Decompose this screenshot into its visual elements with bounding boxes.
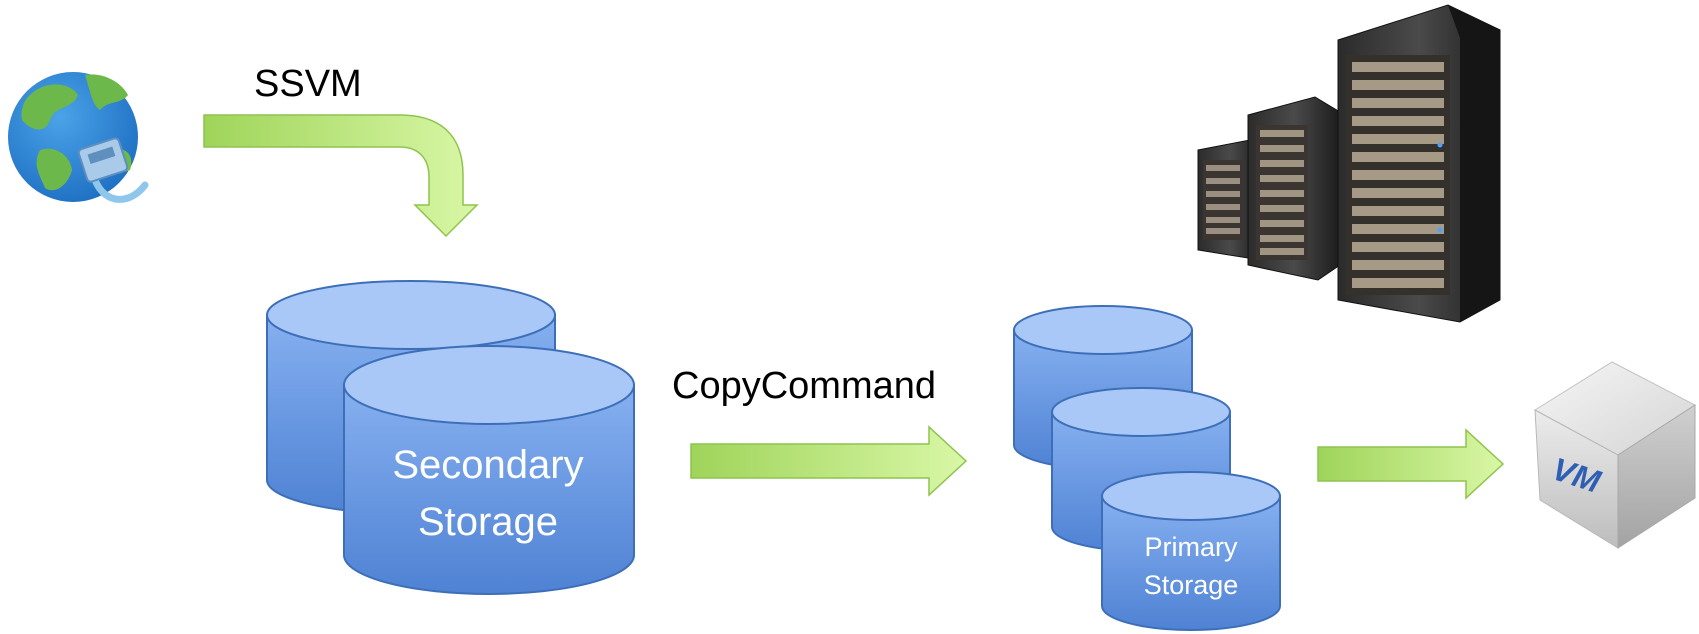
server-rack-small [1197,139,1263,259]
primary-storage-label-line2: Storage [1144,570,1239,600]
copy-command-label: CopyCommand [672,365,936,407]
server-rack-large [1337,4,1501,323]
primary-storage-label-line1: Primary [1145,532,1238,562]
primary-storage-database-icon [1013,305,1281,631]
server-rack-medium [1247,96,1341,281]
vm-cube-icon: VM [1534,361,1696,549]
vm-arrow-icon [1317,428,1505,500]
ssvm-label: SSVM [254,63,362,105]
network-plug-icon [77,137,149,203]
secondary-storage-label-line2: Storage [418,500,558,544]
ssvm-arrow-icon [203,114,479,238]
server-rack-icon [1197,4,1501,323]
globe-network-icon [8,72,149,203]
secondary-storage-label-line1: Secondary [392,443,583,487]
copy-arrow-icon [690,425,968,497]
secondary-storage-database-icon [266,280,635,595]
